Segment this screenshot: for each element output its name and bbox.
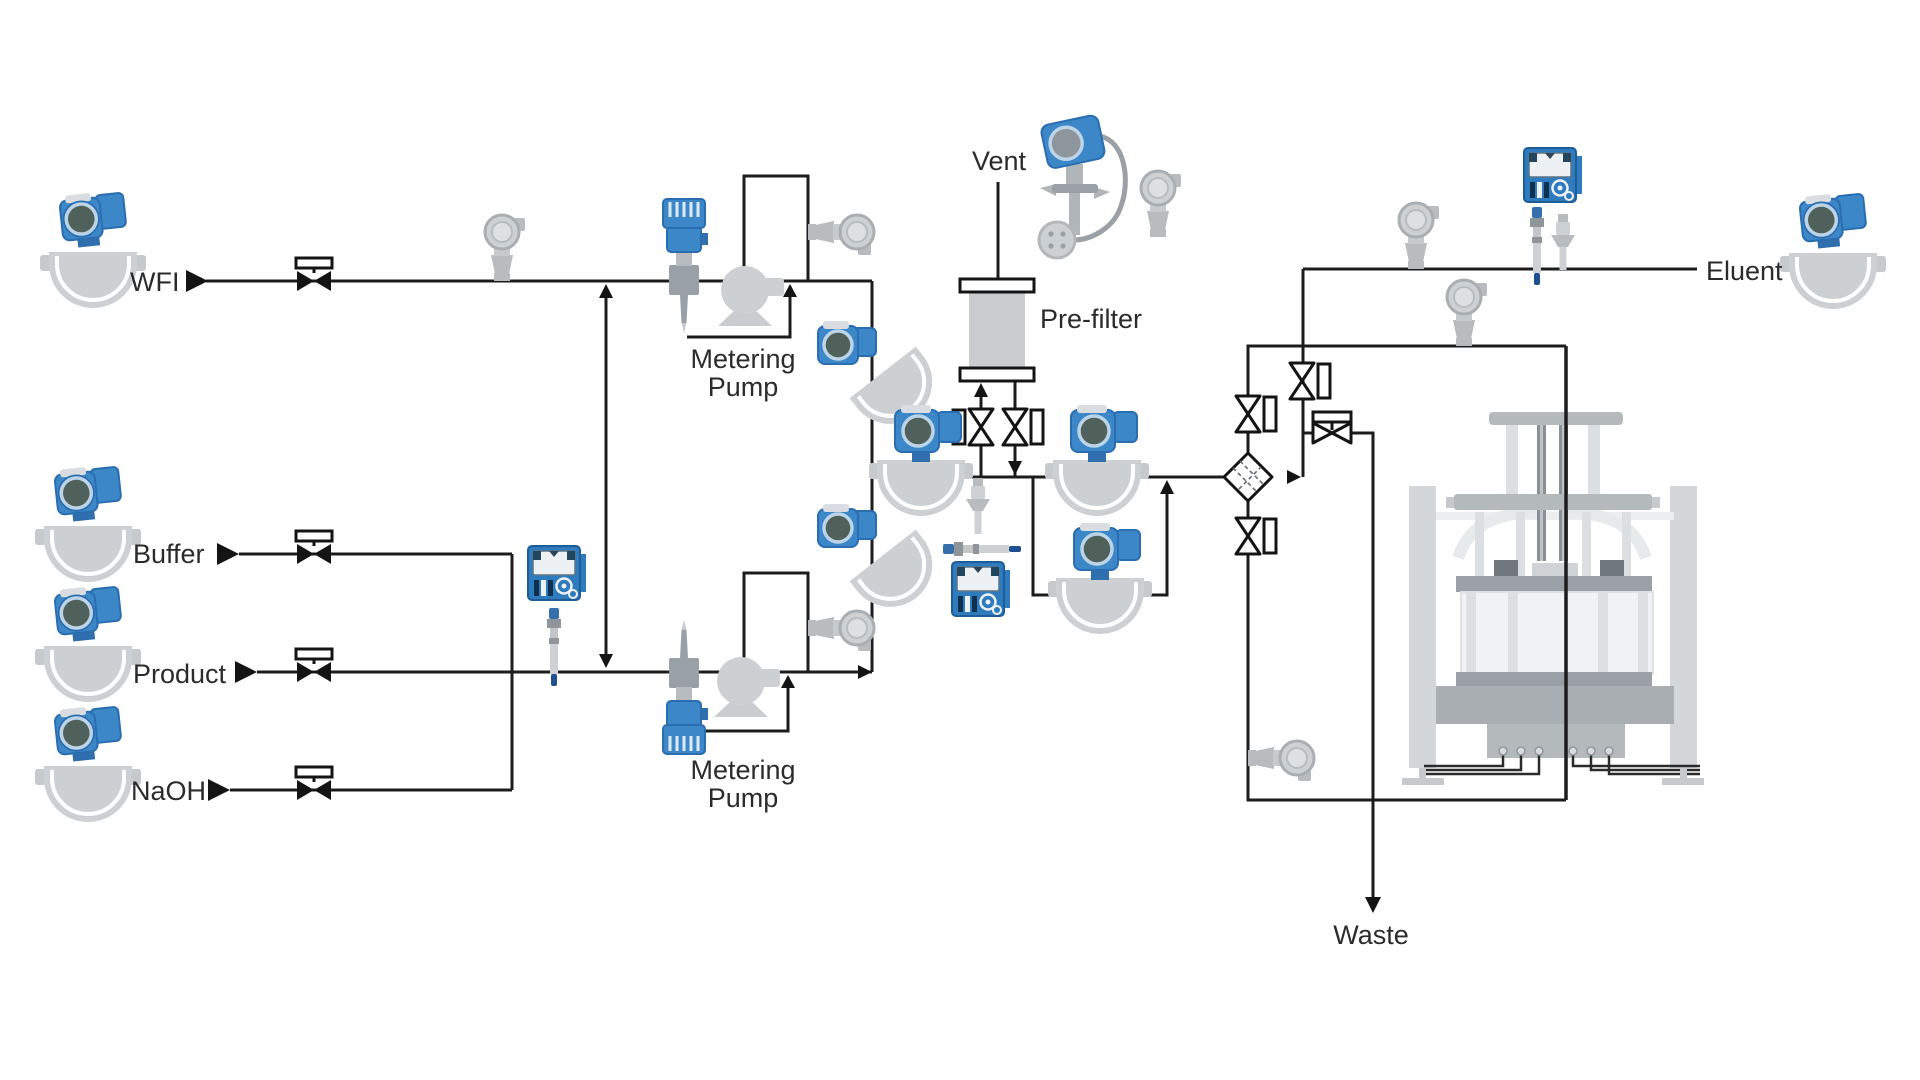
retractable-holder-1-icon	[966, 478, 990, 534]
temperature-sensor-2-icon	[661, 618, 710, 756]
ph-electrode-1-icon	[547, 608, 561, 686]
label-metering-pump-bottom-2: Pump	[708, 783, 779, 813]
label-naoh: NaOH	[131, 776, 206, 806]
valve-column-top-icon	[1234, 394, 1278, 434]
coriolis-flowmeter-naoh-icon	[33, 701, 143, 824]
arrow-prefilter-out	[1008, 461, 1022, 475]
column-tubing	[1424, 755, 1700, 776]
arrow-naoh-feed	[208, 779, 230, 801]
temperature-sensor-1-icon	[661, 197, 710, 335]
column-ports	[1498, 746, 1614, 756]
arrow-recirc1-up	[783, 284, 797, 297]
arrow-buffer-feed	[217, 543, 239, 565]
valve-wfi-icon	[294, 256, 334, 293]
label-metering-pump-top-2: Pump	[708, 372, 779, 402]
coriolis-flowmeter-product-icon	[33, 581, 143, 704]
valve-eluent-icon	[1288, 361, 1332, 401]
label-vent: Vent	[972, 146, 1027, 176]
label-waste: Waste	[1333, 920, 1409, 950]
pressure-transmitter-aux-icon	[1139, 169, 1183, 239]
coriolis-flowmeter-bypass-icon	[1046, 521, 1154, 636]
pre-filter-icon	[958, 277, 1036, 383]
ph-electrode-2-icon	[943, 542, 1021, 556]
static-mixer-icon	[1222, 451, 1274, 503]
flow-arrows	[186, 270, 1381, 913]
arrow-product-feed	[235, 661, 257, 683]
coriolis-flowmeter-eluent-icon	[1778, 188, 1888, 311]
valve-naoh-icon	[294, 765, 334, 802]
arrow-fm5-rejoin	[1160, 480, 1174, 494]
label-buffer: Buffer	[133, 539, 205, 569]
label-metering-pump-top-1: Metering	[690, 344, 795, 374]
metering-pump-1-icon	[718, 266, 784, 326]
retractable-holder-2-icon	[1551, 214, 1575, 270]
arrow-crossover-down	[599, 654, 613, 668]
pressure-transmitter-feed-icon	[1445, 278, 1489, 348]
chromatography-column-icon	[1402, 412, 1704, 785]
metering-pump-2-icon	[714, 657, 780, 717]
valve-product-icon	[294, 647, 334, 684]
liquiline-transmitter-3-icon	[1522, 146, 1584, 204]
vent-level-switch-icon	[1037, 114, 1128, 260]
arrow-wfi-feed	[186, 270, 208, 292]
coriolis-flowmeter-outlet-icon	[1043, 403, 1151, 518]
arrow-prefilter-in	[974, 383, 988, 397]
ph-electrode-3-icon	[1530, 207, 1544, 285]
pipe-pump1-loop	[742, 174, 810, 281]
pressure-transmitter-loop1-icon	[806, 213, 876, 257]
label-prefilter: Pre-filter	[1040, 304, 1142, 334]
coriolis-flowmeter-buffer-icon	[33, 461, 143, 584]
valve-buffer-icon	[294, 529, 334, 566]
pressure-transmitter-wfi-icon	[483, 213, 527, 283]
liquiline-transmitter-1-icon	[526, 544, 588, 602]
pipe-pump1-recirc	[687, 286, 792, 339]
valve-prefilter-outlet-icon	[1001, 407, 1045, 447]
pressure-transmitter-eluent-icon	[1397, 201, 1441, 271]
pipe-column-feed-bottom	[1246, 501, 1566, 802]
label-product: Product	[133, 659, 227, 689]
label-eluent: Eluent	[1706, 256, 1783, 286]
coriolis-flowmeter-line2-icon	[816, 502, 952, 626]
arrow-to-eluent-riser	[1287, 470, 1301, 484]
arrow-recirc2-up	[781, 675, 795, 688]
pipe-pump2-loop	[742, 571, 810, 672]
pipe-waste-line	[1302, 431, 1375, 908]
arrow-crossover-up	[599, 284, 613, 298]
pressure-transmitter-column-icon	[1246, 739, 1316, 783]
pressure-transmitter-loop2-icon	[806, 609, 876, 653]
label-wfi: WFI	[130, 267, 179, 297]
arrow-to-riser	[858, 665, 872, 679]
valve-column-bottom-icon	[1234, 516, 1278, 556]
label-metering-pump-bottom-1: Metering	[690, 755, 795, 785]
liquiline-transmitter-2-icon	[950, 560, 1012, 618]
arrow-waste	[1365, 897, 1381, 913]
pipe-pump2-recirc	[700, 677, 790, 733]
valve-waste-icon	[1311, 410, 1353, 445]
